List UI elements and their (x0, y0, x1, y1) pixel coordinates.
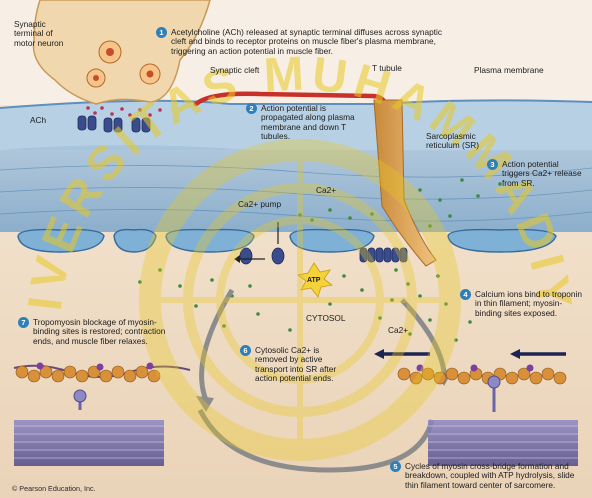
step-text: Calcium ions bind to troponin in thin fi… (475, 290, 588, 318)
step-number: 5 (390, 461, 401, 472)
label-plasma-membrane: Plasma membrane (474, 66, 544, 75)
step-text: Action potential triggers Ca2+ release f… (502, 160, 583, 188)
label-cytosol: CYTOSOL (306, 314, 346, 323)
step-1: 1 Acetylcholine (ACh) released at synapt… (156, 28, 456, 56)
label-ca2-sr: Ca2+ (316, 186, 336, 195)
step-7: 7 Tropomyosin blockage of myosin-binding… (18, 318, 168, 346)
step-number: 4 (460, 289, 471, 300)
step-number: 2 (246, 103, 257, 114)
step-text: Action potential is propagated along pla… (261, 104, 362, 142)
label-synaptic-cleft: Synaptic cleft (210, 66, 259, 75)
label-synaptic-terminal: Synaptic terminal of motor neuron (14, 20, 74, 48)
label-ca2-pump: Ca2+ pump (238, 200, 281, 209)
label-ach: ACh (30, 116, 46, 125)
label-sarcoplasmic-reticulum: Sarcoplasmic reticulum (SR) (426, 132, 484, 151)
credit-text: © Pearson Education, Inc. (12, 484, 96, 493)
label-ca2-cytosol: Ca2+ (388, 326, 408, 335)
step-4: 4 Calcium ions bind to troponin in thin … (460, 290, 588, 318)
step-text: Cycles of myosin cross-bridge formation … (405, 462, 586, 490)
label-t-tubule: T tubule (372, 64, 402, 73)
step-3: 3 Action potential triggers Ca2+ release… (487, 160, 583, 188)
step-text: Acetylcholine (ACh) released at synaptic… (171, 28, 456, 56)
step-5: 5 Cycles of myosin cross-bridge formatio… (390, 462, 586, 490)
step-2: 2 Action potential is propagated along p… (246, 104, 362, 142)
watermark-emblem (150, 150, 450, 450)
step-number: 7 (18, 317, 29, 328)
step-number: 3 (487, 159, 498, 170)
label-atp: ATP (307, 276, 320, 285)
step-number: 1 (156, 27, 167, 38)
step-text: Tropomyosin blockage of myosin-binding s… (33, 318, 168, 346)
step-text: Cytosolic Ca2+ is removed by active tran… (255, 346, 340, 384)
step-number: 6 (240, 345, 251, 356)
step-6: 6 Cytosolic Ca2+ is removed by active tr… (240, 346, 340, 384)
